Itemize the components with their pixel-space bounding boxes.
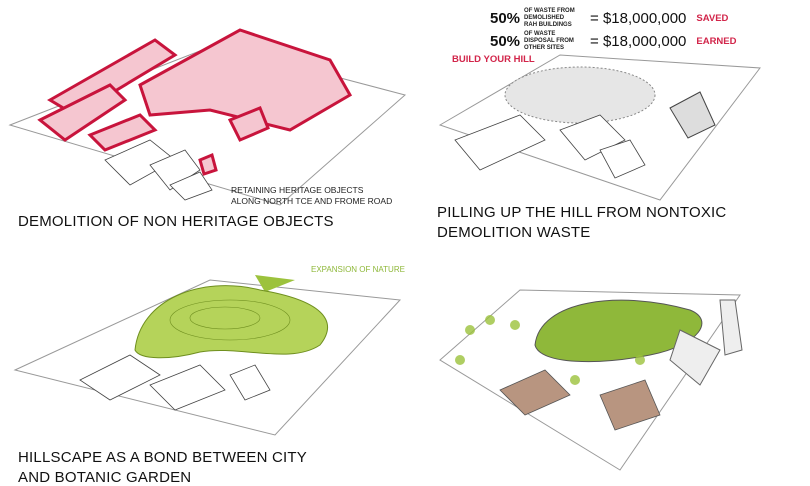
stat-tag: SAVED [696, 13, 729, 24]
panel-2-site [438, 54, 761, 201]
stat-amount: = $18,000,000 [590, 10, 687, 27]
stat-percent: 50% [490, 10, 521, 27]
trees [455, 315, 645, 385]
title-line: HILLSCAPE AS A BOND BETWEEN CITY [18, 449, 307, 466]
panel-4-site [439, 289, 743, 471]
panel-2-title: PILLING UP THE HILL FROM NONTOXIC DEMOLI… [437, 203, 726, 243]
waste-pile [504, 66, 656, 124]
stat-amount: = $18,000,000 [590, 33, 687, 50]
green-hill [534, 299, 703, 363]
title-line: DEMOLITION WASTE [437, 224, 591, 241]
heritage-buildings [104, 139, 213, 201]
stat-tag: EARNED [696, 36, 737, 47]
panel-1-site [8, 28, 407, 206]
panel-3-site [13, 275, 402, 436]
note-line: RETAINING HERITAGE OBJECTS [231, 185, 364, 195]
heritage-buildings-restored [499, 369, 661, 431]
expansion-of-nature-callout: EXPANSION OF NATURE [311, 265, 405, 274]
title-line: PILLING UP THE HILL FROM NONTOXIC [437, 204, 727, 221]
title-line: AND BOTANIC GARDEN [18, 469, 192, 486]
note-line: ALONG NORTH TCE AND FROME ROAD [231, 196, 393, 206]
build-your-hill-callout: BUILD YOUR HILL [452, 54, 535, 65]
panel-3-title: HILLSCAPE AS A BOND BETWEEN CITY AND BOT… [18, 448, 307, 486]
demolished-buildings [37, 28, 353, 176]
panel-1-title: DEMOLITION OF NON HERITAGE OBJECTS [18, 213, 334, 230]
panel-1-note: RETAINING HERITAGE OBJECTS ALONG NORTH T… [231, 185, 392, 207]
tower [719, 299, 743, 356]
truck [669, 91, 716, 139]
expansion-arrow [255, 275, 295, 292]
hill [134, 285, 328, 359]
stat-percent: 50% [490, 33, 521, 50]
